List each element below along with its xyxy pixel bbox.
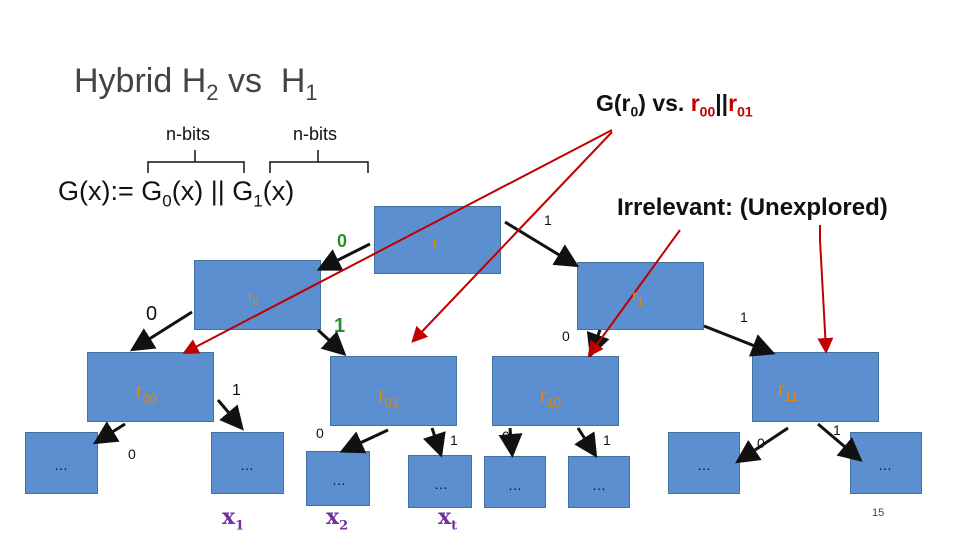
leaf-node (668, 432, 740, 494)
leaf-label: … (332, 472, 346, 488)
leaf-node (568, 456, 630, 508)
output-x1: x1 (222, 504, 245, 534)
edge-r1-right (703, 324, 776, 357)
edge-label-r00-1: 1 (232, 382, 241, 399)
edge-label-root-0: 0 (337, 231, 348, 251)
node-r0-label: r0 (248, 288, 259, 308)
edge-label-r00-0: 0 (128, 446, 136, 462)
output-x2: x2 (326, 504, 349, 534)
gr-comparison-label: G(r0) vs. r00||r01 (596, 90, 753, 120)
node-r (374, 206, 501, 274)
leaf-node (25, 432, 98, 494)
irrelevant-label: Irrelevant: (Unexplored) (617, 194, 888, 221)
edge-label-r10-0: 0 (502, 428, 510, 444)
edge-label-r01-1: 1 (450, 432, 458, 448)
red-arrow-to-r10 (587, 229, 681, 358)
red-arrow-to-r01 (411, 131, 613, 343)
leaf-label: … (592, 477, 606, 493)
output-xt: xt (438, 504, 458, 534)
edge-r10-left (498, 427, 523, 458)
leaf-node (408, 455, 472, 508)
edge-r0-left (129, 310, 193, 352)
nbits-left-label: n-bits (166, 124, 211, 144)
gx-definition: G(x):= G0(x) || G1(x) (58, 176, 295, 211)
edge-label-r0-0: 0 (146, 303, 158, 325)
leaf-label: … (54, 457, 68, 473)
edge-label-r11-1: 1 (833, 422, 841, 438)
red-arrow-to-r11 (817, 225, 834, 354)
edge-root-right (504, 220, 580, 268)
edge-label-r1-0: 0 (562, 328, 570, 344)
edge-label-r1-1: 1 (740, 309, 748, 325)
edge-r10-right (574, 427, 598, 459)
edge-r11-left (735, 426, 789, 464)
red-arrow-to-r00 (182, 129, 613, 354)
leaf-node (211, 432, 284, 494)
edge-label-r01-0: 0 (316, 425, 324, 441)
edge-r11-right (817, 422, 863, 462)
leaf-label: … (697, 457, 711, 473)
edge-r00-right (216, 399, 244, 431)
edge-label-root-1: 1 (544, 212, 552, 228)
edge-root-left (316, 242, 371, 271)
edge-r01-right (422, 427, 446, 458)
node-r10-label: r10 (540, 385, 562, 410)
edge-label-r0-1: 1 (334, 315, 346, 337)
node-r01 (330, 356, 457, 426)
brace-left (147, 150, 245, 173)
brace-right (269, 150, 369, 173)
edge-label-r11-0: 0 (757, 435, 765, 451)
leaf-label: … (508, 477, 522, 493)
node-r11 (752, 352, 879, 422)
node-r00 (87, 352, 214, 422)
node-r1 (577, 262, 704, 330)
leaf-node (306, 451, 370, 506)
slide-title: Hybrid H2 vs H1 (74, 62, 318, 105)
nbits-right-label: n-bits (293, 124, 338, 144)
leaf-label: … (434, 476, 448, 492)
node-r-label: r (433, 234, 438, 250)
node-r10 (492, 356, 619, 426)
node-r0 (194, 260, 321, 330)
node-r00-label: r00 (136, 381, 158, 406)
page-number: 15 (872, 507, 885, 519)
edge-r01-left (339, 428, 389, 454)
node-r1-label: r1 (632, 288, 644, 309)
edge-r00-left (92, 421, 126, 445)
node-r11-label: r11 (778, 379, 799, 404)
leaf-label: … (240, 457, 254, 473)
node-r01-label: r01 (378, 385, 400, 410)
leaf-label: … (878, 457, 892, 473)
edge-label-r10-1: 1 (603, 432, 611, 448)
edge-r0-right (316, 328, 347, 357)
